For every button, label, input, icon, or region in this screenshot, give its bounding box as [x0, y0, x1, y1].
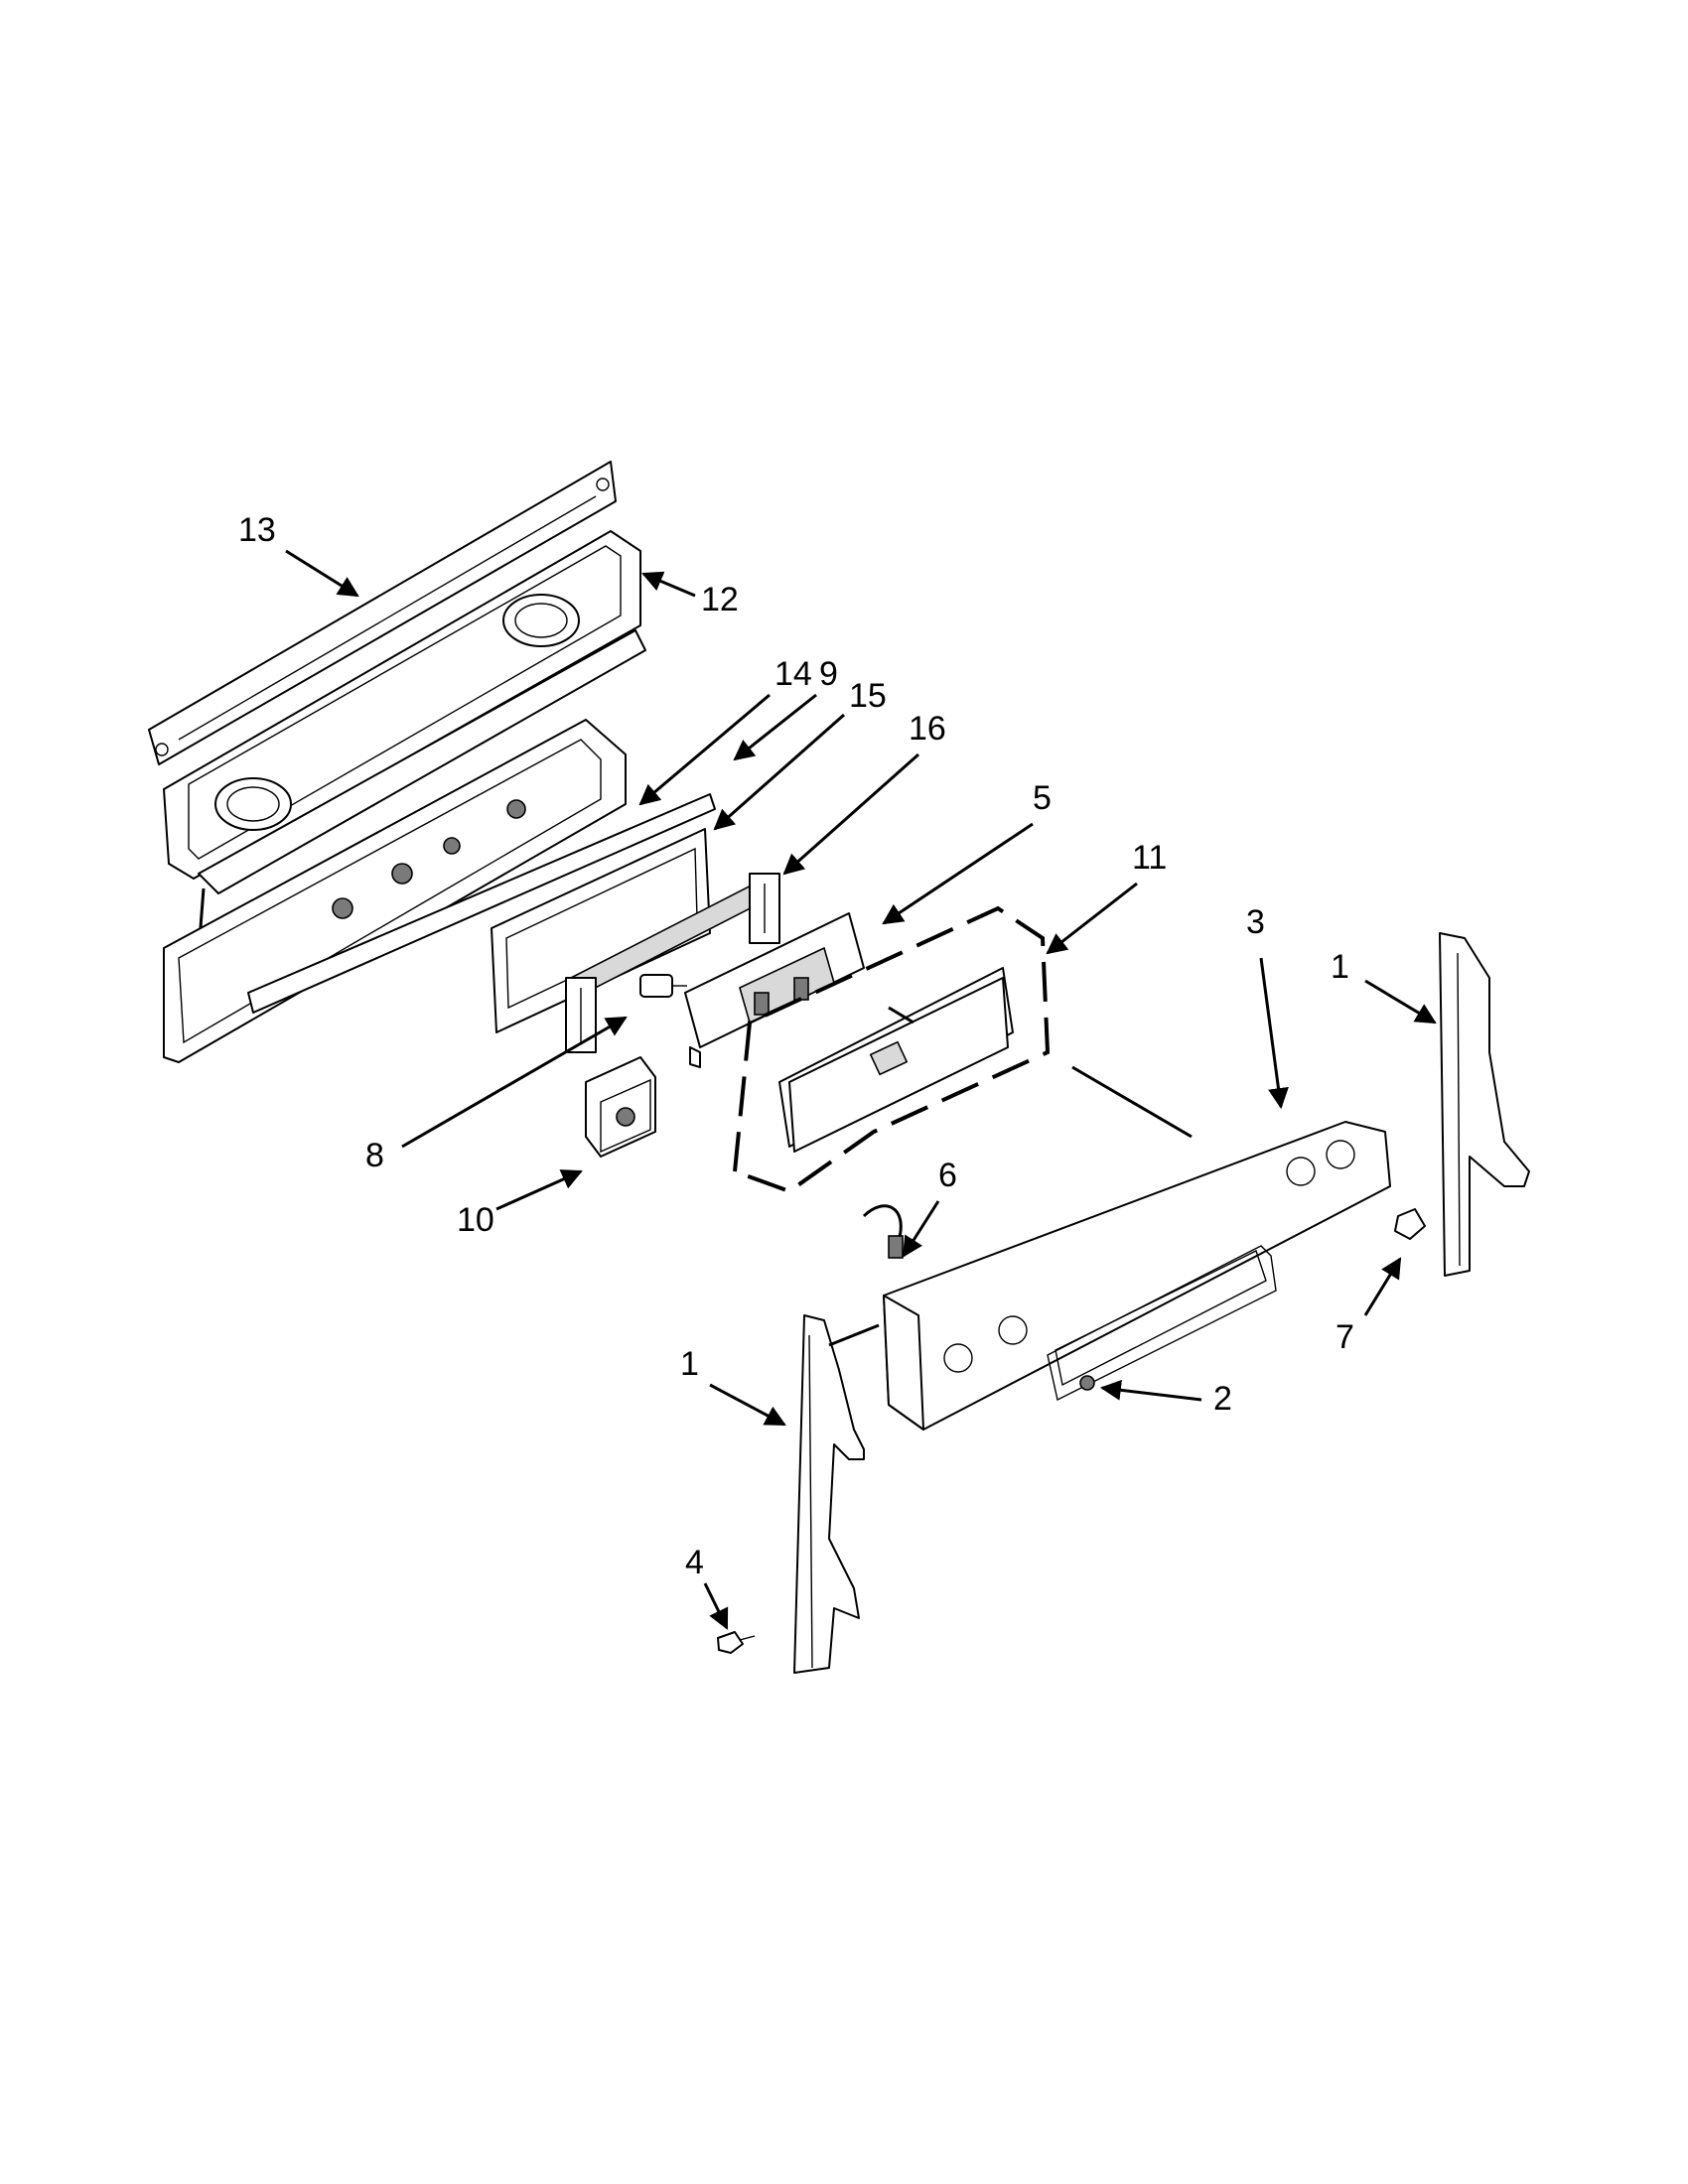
part-10-switch: [585, 1056, 656, 1158]
callout-6: 6: [938, 1157, 957, 1194]
part-1-side-trim-right: [1439, 932, 1530, 1277]
callout-11: 11: [1132, 839, 1167, 877]
callout-16: 16: [909, 710, 946, 748]
callout-labels: 13 12 14 9 15 16 5 11 3 1 8 10 6 7 1 2 4: [238, 511, 1354, 1581]
part-3-control-panel: [883, 1121, 1391, 1431]
callout-leaders: [285, 549, 1437, 1630]
callout-1-right: 1: [1331, 948, 1349, 986]
assembly-lines: [828, 1006, 1193, 1347]
part-16-ribbon: [565, 873, 780, 1053]
part-12-back-housing: [163, 530, 646, 954]
part-6-harness: [862, 1204, 904, 1259]
part-13-gasket: [148, 461, 617, 765]
callout-10: 10: [457, 1201, 494, 1239]
callout-12: 12: [701, 581, 739, 618]
part-4-screw: [717, 1631, 756, 1654]
callout-7: 7: [1336, 1318, 1354, 1356]
callout-5: 5: [1033, 779, 1052, 817]
part-5-control-board: [684, 912, 865, 1068]
part-8-connector: [639, 974, 687, 998]
callout-13: 13: [238, 511, 276, 549]
callout-9: 9: [819, 655, 838, 693]
callout-2: 2: [1213, 1380, 1232, 1418]
callout-15: 15: [849, 677, 887, 715]
callout-8: 8: [365, 1137, 384, 1174]
part-1-side-trim-left: [793, 1314, 865, 1674]
part-14-bracket: [163, 719, 716, 1063]
callout-3: 3: [1246, 903, 1265, 941]
part-7-knob: [1394, 1208, 1426, 1240]
callout-14: 14: [774, 655, 812, 693]
callout-1-left: 1: [680, 1345, 699, 1383]
part-2-screw: [1079, 1375, 1095, 1391]
part-11-display-group: [732, 905, 1051, 1194]
callout-4: 4: [685, 1544, 704, 1581]
